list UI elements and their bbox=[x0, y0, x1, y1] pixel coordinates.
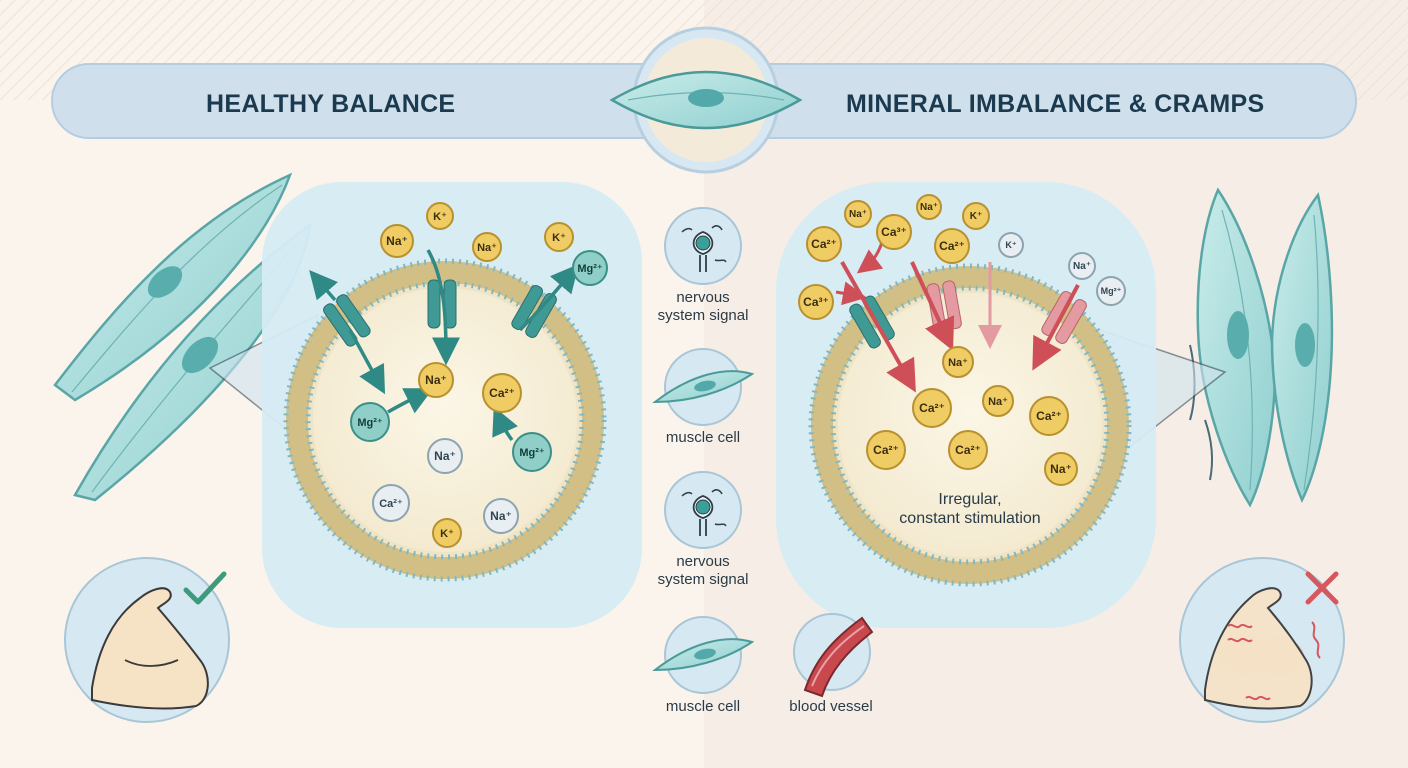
checkmark-icon bbox=[183, 571, 227, 605]
cross-icon bbox=[1305, 571, 1339, 605]
ion-right-6: Ca²⁺ bbox=[934, 228, 970, 264]
ion-left-8: Mg²⁺ bbox=[350, 402, 390, 442]
legend-nerve-label-1: nervous system signal bbox=[628, 289, 778, 325]
irregular-stimulation-note: Irregular, constant stimulation bbox=[870, 490, 1070, 528]
legend-muscle-icon-2 bbox=[652, 616, 755, 694]
ion-left-12: Na⁺ bbox=[483, 498, 519, 534]
ion-left-3: Na⁺ bbox=[472, 232, 502, 262]
ion-right-7: K⁺ bbox=[998, 232, 1024, 258]
ion-right-9: Mg²⁺ bbox=[1096, 276, 1126, 306]
ion-right-4: Ca²⁺ bbox=[806, 226, 842, 262]
ion-left-10: Na⁺ bbox=[427, 438, 463, 474]
note-line-2: constant stimulation bbox=[899, 510, 1041, 527]
ion-left-11: Ca²⁺ bbox=[372, 484, 410, 522]
legend-muscle-label-1: muscle cell bbox=[665, 429, 741, 446]
ion-left-2: Na⁺ bbox=[380, 224, 414, 258]
ion-left-7: Ca²⁺ bbox=[482, 373, 522, 413]
ion-left-9: Mg²⁺ bbox=[512, 432, 552, 472]
legend-nerve-icon-1 bbox=[664, 207, 742, 285]
cramp-arrows bbox=[835, 241, 1080, 393]
healthy-muscle-fibers bbox=[53, 172, 312, 502]
ion-right-11: Na⁺ bbox=[942, 346, 974, 378]
ion-right-1: Na⁺ bbox=[844, 200, 872, 228]
legend-nerve-label-2-line1: nervous bbox=[676, 553, 730, 570]
header-banner bbox=[51, 26, 1357, 174]
ion-right-8: Na⁺ bbox=[1068, 252, 1096, 280]
legend-muscle-icon-1 bbox=[652, 348, 755, 426]
legend-nerve-icon-2 bbox=[664, 471, 742, 549]
legend-nerve-label-2-line2: system signal bbox=[657, 571, 749, 588]
legend-blood-vessel-label: blood vessel bbox=[789, 698, 873, 715]
mineral-imbalance-title: MINERAL IMBALANCE & CRAMPS bbox=[846, 90, 1265, 118]
ion-right-2: Na⁺ bbox=[916, 194, 942, 220]
ion-right-10: Ca³⁺ bbox=[798, 284, 834, 320]
cramp-arm-badge bbox=[1179, 557, 1345, 723]
ion-right-15: Ca²⁺ bbox=[866, 430, 906, 470]
healthy-balance-title: HEALTHY BALANCE bbox=[206, 90, 456, 118]
ion-right-5: Ca³⁺ bbox=[876, 214, 912, 250]
ion-left-5: Mg²⁺ bbox=[572, 250, 608, 286]
legend-nerve-label-1-line1: nervous bbox=[676, 289, 730, 306]
ion-right-14: Ca²⁺ bbox=[1029, 396, 1069, 436]
ion-left-4: K⁺ bbox=[544, 222, 574, 252]
legend-muscle-label-2: muscle cell bbox=[665, 698, 741, 715]
legend-blood-vessel-icon bbox=[793, 613, 874, 698]
ion-right-12: Ca²⁺ bbox=[912, 388, 952, 428]
ion-left-6: Na⁺ bbox=[418, 362, 454, 398]
healthy-arm-badge bbox=[64, 557, 230, 723]
legend-nerve-label-2: nervous system signal bbox=[628, 553, 778, 589]
healthy-ion-channels bbox=[323, 279, 557, 347]
ion-right-16: Ca²⁺ bbox=[948, 430, 988, 470]
ion-right-3: K⁺ bbox=[962, 202, 990, 230]
note-line-1: Irregular, bbox=[938, 491, 1002, 508]
ion-right-17: Na⁺ bbox=[1044, 452, 1078, 486]
healthy-arrows bbox=[309, 249, 579, 442]
legend-nerve-label-1-line2: system signal bbox=[657, 307, 749, 324]
ion-right-13: Na⁺ bbox=[982, 385, 1014, 417]
ion-left-1: K⁺ bbox=[426, 202, 454, 230]
ion-left-13: K⁺ bbox=[432, 518, 462, 548]
cramp-muscle-fibers bbox=[1189, 187, 1334, 508]
